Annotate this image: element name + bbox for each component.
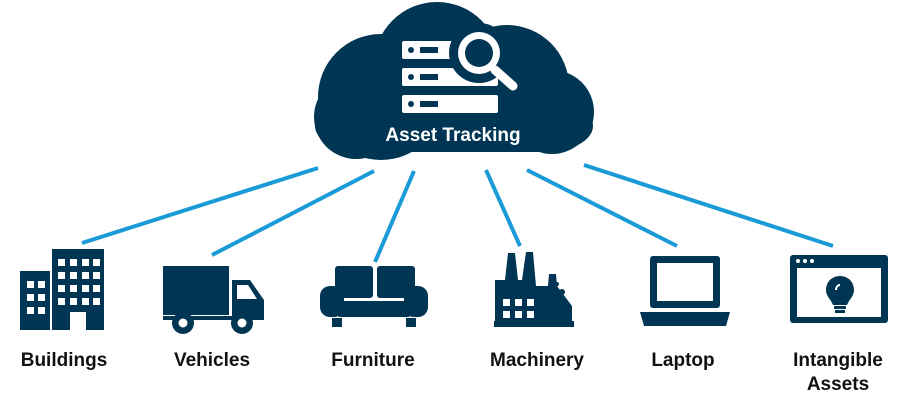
label-buildings: Buildings xyxy=(20,350,108,371)
label-vehicles: Vehicles xyxy=(173,350,251,371)
connector-buildings xyxy=(81,166,319,245)
factory-icon xyxy=(494,252,574,327)
server-search-icon xyxy=(402,23,518,113)
lightbulb-browser-icon xyxy=(790,255,888,323)
laptop-icon xyxy=(640,256,730,326)
label-intangible-assets: Intangible Assets xyxy=(793,350,883,395)
sofa-icon xyxy=(320,266,428,327)
connector-vehicles xyxy=(211,169,375,257)
building-icon xyxy=(20,249,104,330)
truck-icon xyxy=(163,266,264,334)
connector-intangible xyxy=(583,163,834,248)
connectors xyxy=(81,163,834,263)
label-laptop: Laptop xyxy=(651,350,715,371)
label-machinery: Machinery xyxy=(490,350,584,371)
cloud-title: Asset Tracking xyxy=(385,125,520,146)
connector-laptop xyxy=(526,168,678,248)
label-furniture: Furniture xyxy=(331,350,415,371)
connector-machinery xyxy=(484,169,522,247)
connector-furniture xyxy=(373,170,416,263)
